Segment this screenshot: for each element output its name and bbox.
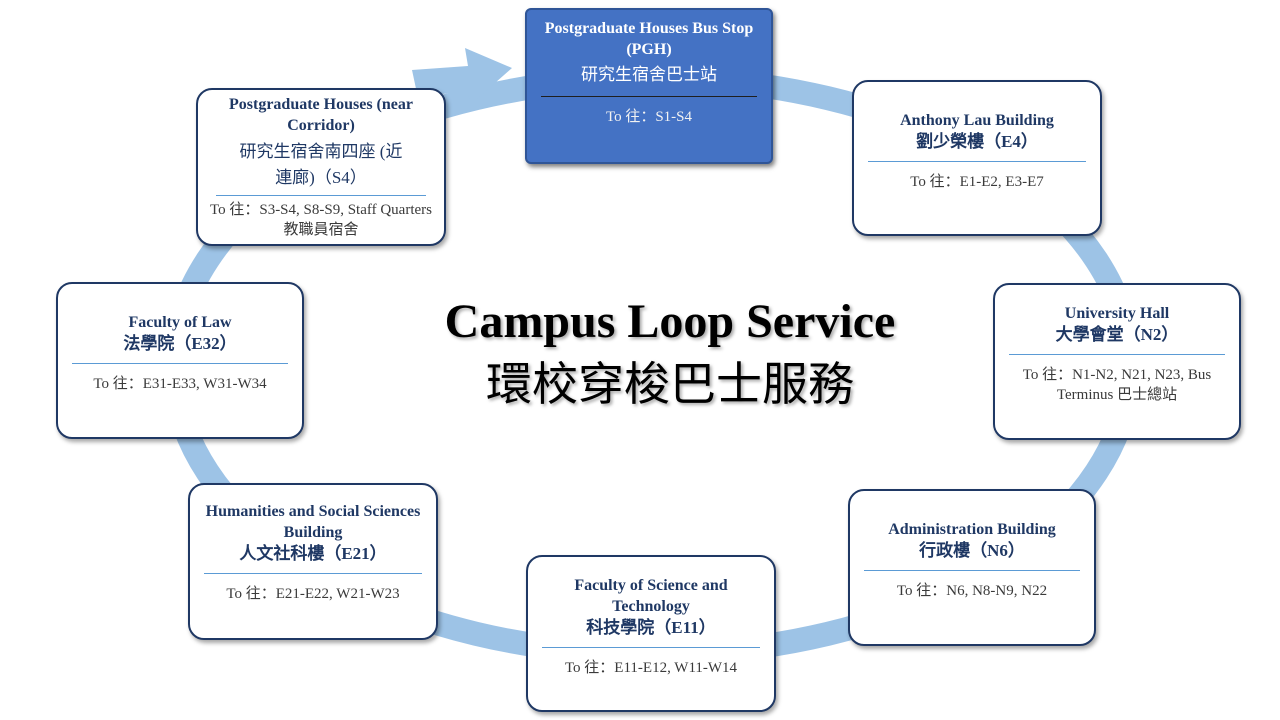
stop-n2-zh: 大學會堂（N2） — [1055, 325, 1179, 344]
stop-e32-divider — [72, 363, 288, 364]
stop-s4-name: Postgraduate Houses (near Corridor) — [229, 96, 413, 134]
stop-e32-name: Faculty of Law — [128, 314, 232, 331]
stop-e21-dest: To 往：E21-E22, W21-W23 — [226, 586, 400, 602]
stop-n6-dest: To 往：N6, N8-N9, N22 — [896, 583, 1048, 599]
stop-e32: Faculty of Law 法學院（E32） To 往：E31-E33, W3… — [56, 282, 304, 439]
stop-e4-dest: To 往：E1-E2, E3-E7 — [910, 174, 1044, 190]
stop-n2-dest: To 往：N1-N2, N21, N23, Bus Terminus 巴士總站 — [1022, 367, 1212, 403]
stop-e32-zh: 法學院（E32） — [123, 334, 237, 353]
stop-s4-dest: To 往：S3-S4, S8-S9, Staff Quarters 教職員宿舍 — [209, 202, 432, 238]
stop-s4: Postgraduate Houses (near Corridor) 研究生宿… — [196, 88, 446, 246]
stop-e21-zh: 人文社科樓（E21） — [239, 544, 387, 563]
stop-e21-divider — [204, 573, 422, 574]
title-chinese: 環校穿梭巴士服務 — [486, 357, 854, 411]
stop-e21: Humanities and Social Sciences Building … — [188, 483, 438, 640]
stop-pgh-dest: To 往：S1-S4 — [605, 109, 693, 125]
stop-e11-zh: 科技學院（E11） — [586, 618, 716, 637]
stop-n6: Administration Building 行政樓（N6） To 往：N6,… — [848, 489, 1096, 646]
stop-n2: University Hall 大學會堂（N2） To 往：N1-N2, N21… — [993, 283, 1241, 440]
stop-n6-divider — [864, 570, 1080, 571]
stop-s4-divider — [216, 195, 426, 196]
stop-e4-name: Anthony Lau Building — [900, 112, 1054, 129]
stop-e4: Anthony Lau Building 劉少榮樓（E4） To 往：E1-E2… — [852, 80, 1102, 236]
stop-e11-divider — [542, 647, 760, 648]
stop-s4-zh: 研究生宿舍南四座 (近連廊)（S4） — [239, 142, 403, 187]
stop-pgh-current: Postgraduate Houses Bus Stop (PGH) 研究生宿舍… — [525, 8, 773, 164]
stop-pgh-zh: 研究生宿舍巴士站 — [581, 65, 717, 84]
stop-n2-name: University Hall — [1064, 305, 1170, 322]
stop-n6-name: Administration Building — [888, 521, 1056, 538]
diagram-title: Campus Loop Service 環校穿梭巴士服務 — [390, 292, 950, 416]
stop-n6-zh: 行政樓（N6） — [919, 541, 1025, 560]
stop-e4-divider — [868, 161, 1086, 162]
title-english: Campus Loop Service — [444, 295, 896, 348]
stop-e11-name: Faculty of Science and Technology — [574, 577, 728, 615]
stop-pgh-divider — [541, 96, 757, 97]
stop-e4-zh: 劉少榮樓（E4） — [916, 132, 1038, 151]
stop-n2-divider — [1009, 354, 1225, 355]
stop-e11-dest: To 往：E11-E12, W11-W14 — [564, 660, 738, 676]
stop-e11: Faculty of Science and Technology 科技學院（E… — [526, 555, 776, 712]
stop-e21-name: Humanities and Social Sciences Building — [205, 503, 421, 541]
stop-pgh-name: Postgraduate Houses Bus Stop (PGH) — [544, 20, 754, 58]
stop-e32-dest: To 往：E31-E33, W31-W34 — [93, 376, 267, 392]
